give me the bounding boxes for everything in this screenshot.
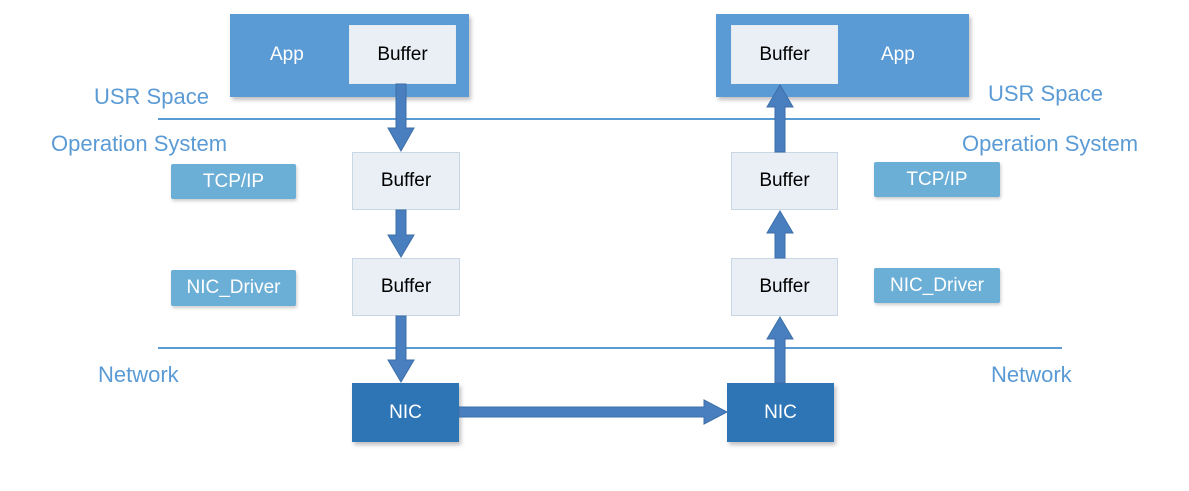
sender-nic-box: NIC: [352, 383, 459, 442]
sender-app-buffer: Buffer: [349, 25, 456, 84]
arrow-down-1: [387, 83, 415, 153]
arrow-right: [458, 399, 729, 425]
receiver-nic-box: NIC: [727, 383, 834, 442]
sender-os-buffer: Buffer: [352, 152, 460, 210]
network-label-left: Network: [98, 362, 179, 387]
arrow-up-3: [766, 84, 794, 153]
arrow-down-3: [387, 315, 415, 383]
receiver-os-buffer: Buffer: [731, 152, 838, 210]
receiver-app-label: App: [881, 44, 915, 65]
arrow-up-1: [766, 316, 794, 384]
arrow-down-2: [387, 209, 415, 258]
usr-space-label-left: USR Space: [94, 84, 209, 109]
operation-system-label-right: Operation System: [962, 131, 1139, 156]
receiver-app-buffer: Buffer: [731, 25, 838, 84]
receiver-driver-buffer: Buffer: [731, 258, 838, 316]
receiver-nic-driver-box: NIC_Driver: [874, 268, 1000, 303]
sender-tcpip-box: TCP/IP: [171, 164, 296, 199]
network-label-right: Network: [991, 362, 1072, 387]
operation-system-label-left: Operation System: [51, 131, 228, 156]
usr-space-label-right: USR Space: [988, 81, 1103, 106]
sender-driver-buffer: Buffer: [352, 258, 460, 316]
arrow-up-2: [766, 210, 794, 259]
usr-space-divider: [158, 118, 1040, 120]
network-divider: [158, 347, 1062, 349]
sender-nic-driver-box: NIC_Driver: [171, 270, 296, 306]
receiver-tcpip-box: TCP/IP: [874, 162, 1000, 197]
sender-app-label: App: [270, 44, 304, 65]
